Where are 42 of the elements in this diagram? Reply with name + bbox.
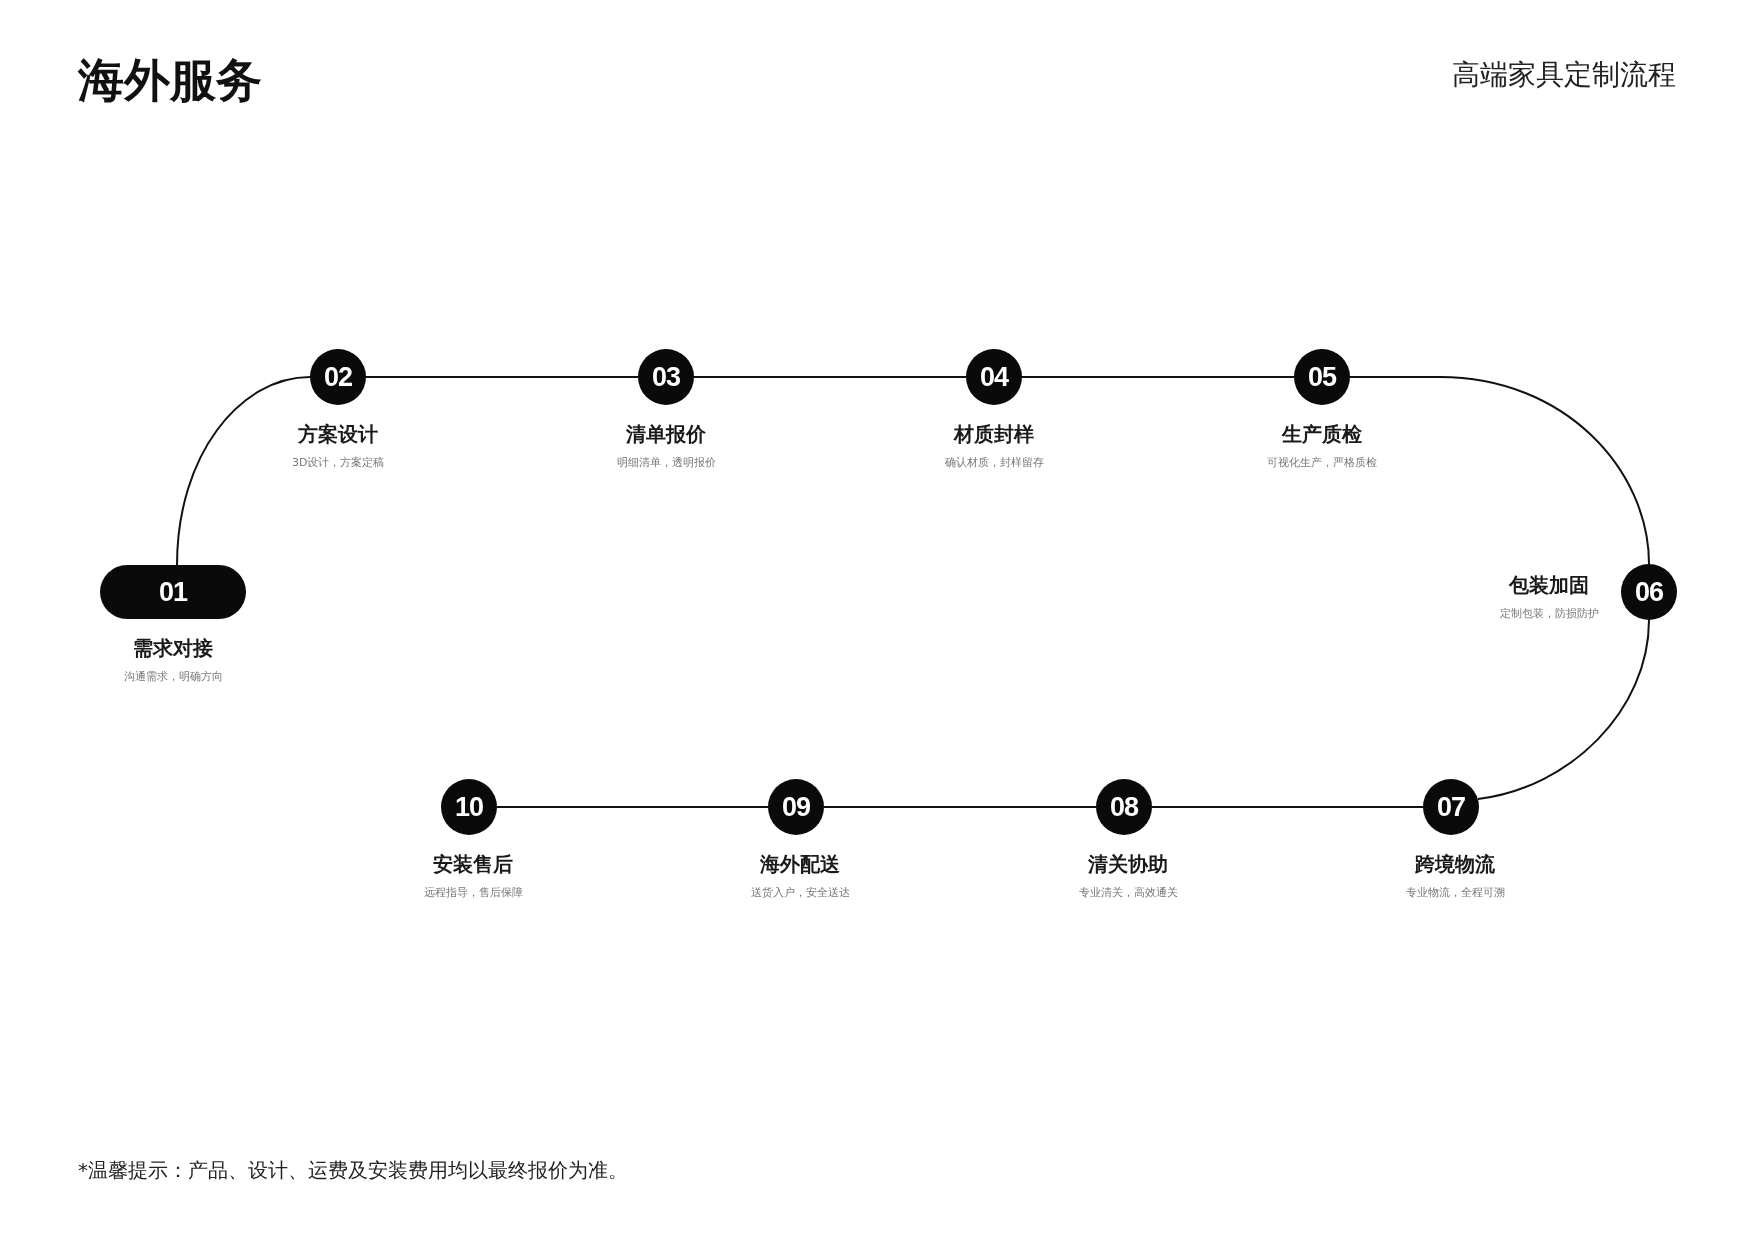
step-circle: 07 bbox=[1423, 779, 1479, 835]
step-title: 生产质检 bbox=[1282, 421, 1362, 448]
step-description: 可视化生产，严格质检 bbox=[1267, 455, 1377, 470]
step-description: 沟通需求，明确方向 bbox=[123, 669, 223, 684]
step-description: 明细清单，透明报价 bbox=[616, 455, 716, 470]
page-subtitle: 高端家具定制流程 bbox=[1452, 57, 1676, 93]
connector-line bbox=[1151, 806, 1424, 808]
footnote: *温馨提示：产品、设计、运费及安装费用均以最终报价为准。 bbox=[78, 1157, 628, 1184]
step-pill: 01 bbox=[100, 565, 246, 619]
step-description: 专业清关，高效通关 bbox=[1078, 885, 1178, 900]
step-circle: 02 bbox=[310, 349, 366, 405]
connector-line bbox=[1477, 619, 1650, 800]
connector-line bbox=[496, 806, 769, 808]
step-title: 清关协助 bbox=[1088, 851, 1168, 878]
step-circle: 09 bbox=[768, 779, 824, 835]
step-circle: 10 bbox=[441, 779, 497, 835]
step-circle: 03 bbox=[638, 349, 694, 405]
connector-line bbox=[365, 376, 639, 378]
step-description: 定制包装，防损防护 bbox=[1499, 606, 1599, 621]
connector-line bbox=[693, 376, 967, 378]
page-title: 海外服务 bbox=[78, 52, 262, 109]
step-description: 确认材质，封样留存 bbox=[944, 455, 1044, 470]
step-description: 3D设计，方案定稿 bbox=[292, 455, 385, 470]
step-title: 材质封样 bbox=[954, 421, 1034, 448]
step-circle: 06 bbox=[1621, 564, 1677, 620]
step-description: 送货入户，安全送达 bbox=[750, 885, 850, 900]
step-description: 远程指导，售后保障 bbox=[423, 885, 523, 900]
step-circle: 05 bbox=[1294, 349, 1350, 405]
connector-line bbox=[1349, 376, 1650, 565]
step-title: 海外配送 bbox=[760, 851, 840, 878]
connector-line bbox=[176, 376, 311, 566]
step-title: 跨境物流 bbox=[1415, 851, 1495, 878]
step-title: 安装售后 bbox=[433, 851, 513, 878]
step-circle: 04 bbox=[966, 349, 1022, 405]
step-title: 清单报价 bbox=[626, 421, 706, 448]
step-title: 方案设计 bbox=[298, 421, 378, 448]
step-circle: 08 bbox=[1096, 779, 1152, 835]
step-title: 需求对接 bbox=[133, 635, 213, 662]
connector-line bbox=[1021, 376, 1295, 378]
step-title: 包装加固 bbox=[1509, 572, 1589, 599]
step-description: 专业物流，全程可溯 bbox=[1405, 885, 1505, 900]
connector-line bbox=[823, 806, 1097, 808]
